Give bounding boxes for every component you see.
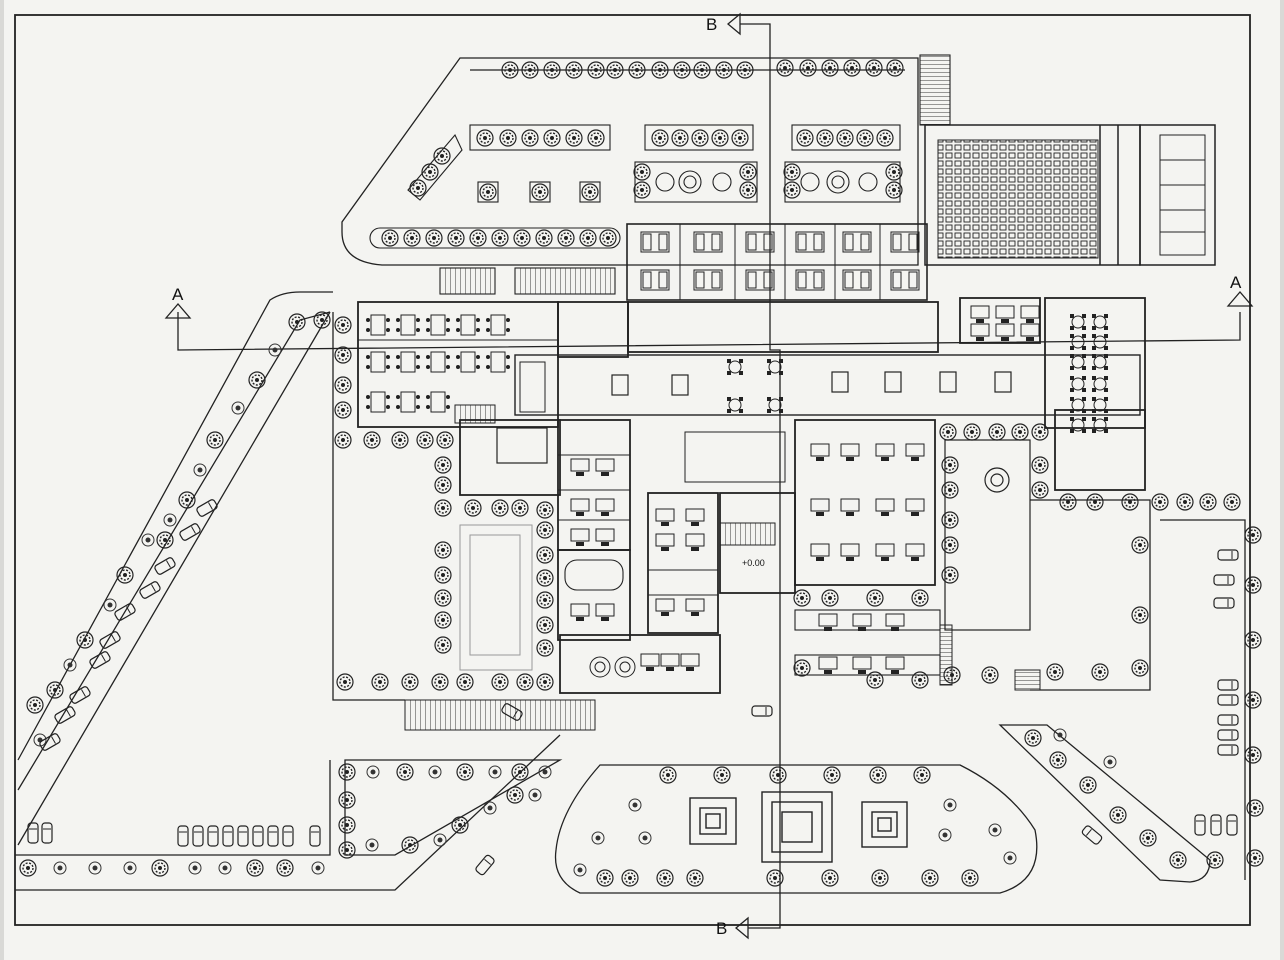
section-line-a (164, 291, 1254, 351)
lobby-kiosks (611, 371, 1012, 396)
section-line-b (726, 12, 781, 940)
rooms-block (626, 223, 928, 301)
top-park (369, 54, 951, 295)
building-stairs (404, 404, 1041, 731)
main-building (357, 297, 1146, 694)
plaza-monuments (689, 791, 908, 863)
drawing-border (14, 14, 1251, 926)
level-annotation: +0.00 (742, 558, 765, 568)
auditorium (924, 124, 1216, 266)
section-a-label-left: A (172, 285, 184, 304)
section-b-label-bottom: B (716, 919, 727, 938)
section-b-label-top: B (706, 15, 717, 34)
inner-courtyard (944, 439, 1031, 631)
section-a-label-right: A (1230, 273, 1242, 292)
left-courtyard (459, 524, 533, 671)
